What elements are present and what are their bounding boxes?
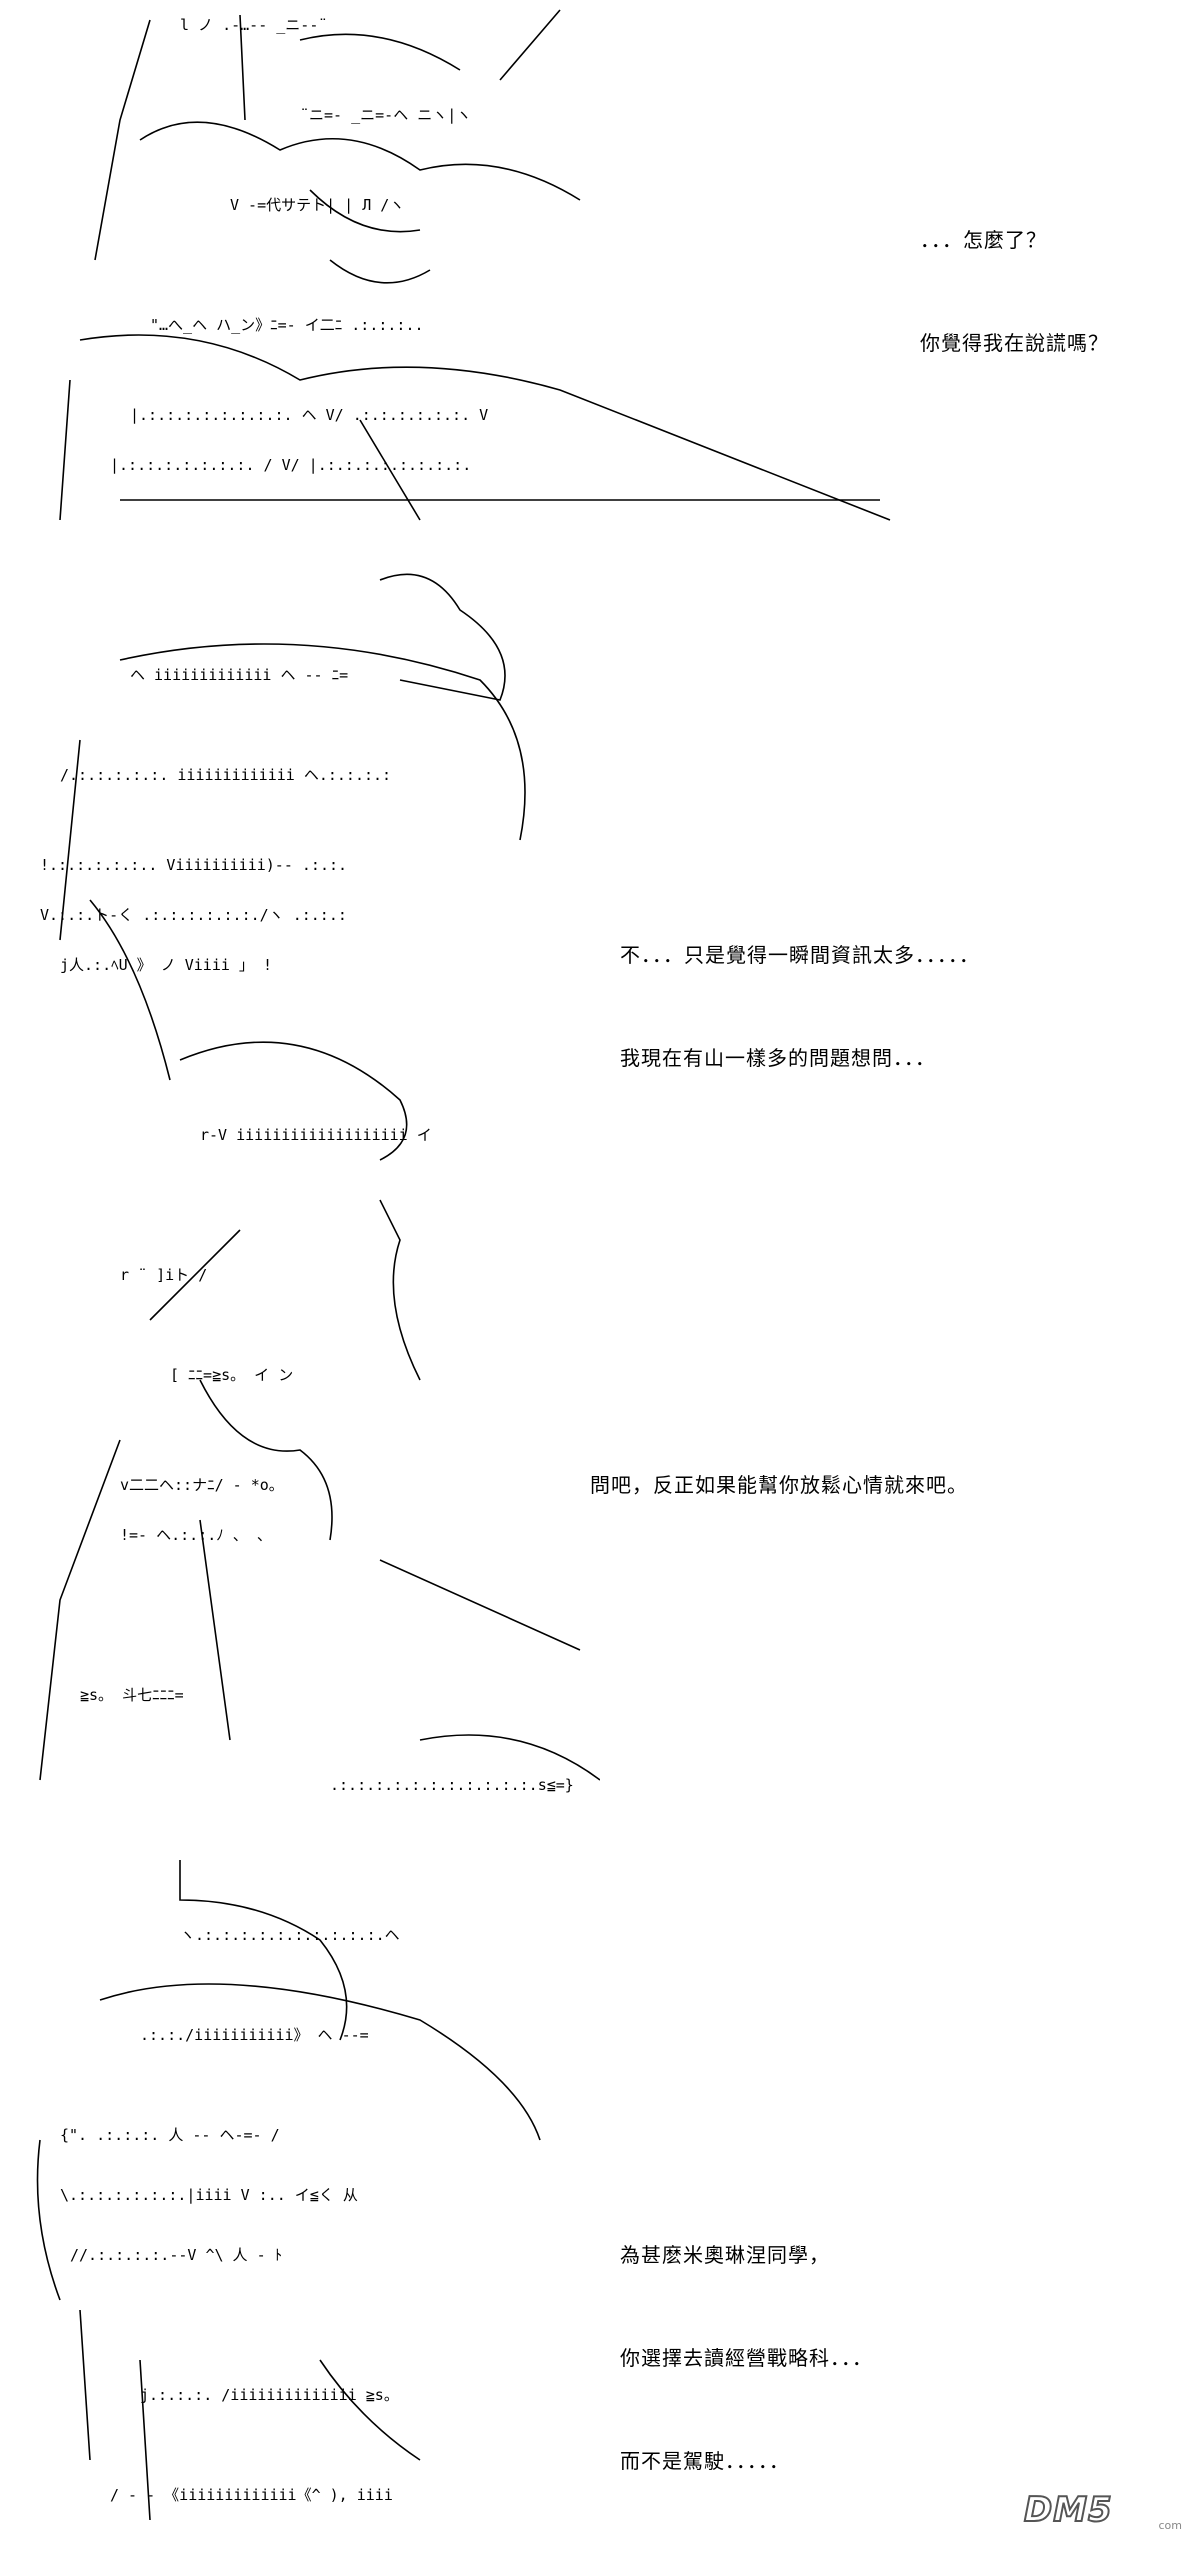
ascii-art-figure-4: ヽ.:.:.:.:.:.:.:.:.:.:.ヘ .:.:./iiiiiiiiii… (36, 1860, 541, 2521)
ascii-art-figure-1: l ノ .-…‐‐ _ニ-‐¨ ¨ニ=‐ _ニ=‐ヘ ニヽ|ヽ V -=代サテト… (59, 9, 891, 521)
svg-text:V -=代サテト| | Л /ヽ: V -=代サテト| | Л /ヽ (230, 196, 404, 214)
dialogue-box-4: 為甚麽米奧琳涅同學， 你選擇去讀經營戰略科．．． 而不是駕駛．．．．． (620, 2180, 873, 2549)
dialogue-line: 你選擇去讀經營戰略科．．． (620, 2346, 873, 2370)
panel-1: l ノ .-…‐‐ _ニ-‐¨ ¨ニ=‐ _ニ=‐ヘ ニヽ|ヽ V -=代サテト… (0, 0, 1200, 540)
svg-text:!.:.:.:.:.:.. Viiiiiiiiii)‐‐ .: !.:.:.:.:.:.. Viiiiiiiiii)‐‐ .:.:. (40, 856, 347, 874)
svg-text:ヘ iiiiiiiiiiiii ヘ ‐‐ ﾆ=: ヘ iiiiiiiiiiiii ヘ ‐‐ ﾆ= (130, 666, 348, 684)
svg-text:"…へ_ヘ ハ_ン》ﾆ=‐ イ二ﾆ .:.:.:..: "…へ_ヘ ハ_ン》ﾆ=‐ イ二ﾆ .:.:.:.. (150, 316, 424, 334)
ascii-art-figure-2: ヘ iiiiiiiiiiiii ヘ ‐‐ ﾆ= /.:.:.:.:.:. iii… (40, 573, 526, 1161)
svg-text:/ ‐ ‐ 《iiiiiiiiiiiii《^ ), iii: / ‐ ‐ 《iiiiiiiiiiiii《^ ), iiii (110, 2486, 393, 2504)
dm5-watermark-logo: DM5 com (1023, 2489, 1184, 2532)
panel-4: ヽ.:.:.:.:.:.:.:.:.:.:.ヘ .:.:./iiiiiiiiii… (0, 1840, 1200, 2538)
dialogue-box-2: 不．．．只是覺得一瞬間資訊太多．．．．． 我現在有山一樣多的問題想問．．． (620, 880, 980, 1146)
dialogue-line: 為甚麽米奧琳涅同學， (620, 2243, 830, 2267)
svg-text:\.:.:.:.:.:.:.|iiii V :.. イ≦く: \.:.:.:.:.:.:.|iiii V :.. イ≦く 从 (60, 2186, 358, 2204)
svg-text:|.:.:.:.:.:.:.:. / V/ |.:.:: |.:.:.:.:.:.:.:. / V/ |.:.:.:.:.:.:.:.:. (110, 456, 471, 474)
dialogue-line: 問吧，反正如果能幫你放鬆心情就來吧。 (590, 1473, 968, 1497)
svg-text:j.:.:.:. /iiiiiiiiiiiiii ≧s。: j.:.:.:. /iiiiiiiiiiiiii ≧s。 (140, 2386, 399, 2404)
dialogue-line: 我現在有山一樣多的問題想問．．． (620, 1046, 936, 1070)
watermark-suffix: com (1158, 2519, 1183, 2532)
dialogue-box-1: ．．．怎麼了？ 你覺得我在說謊嗎？ (920, 165, 1109, 431)
svg-text:v二二ヘ::ナﾆ/ ‐ *o。: v二二ヘ::ナﾆ/ ‐ *o。 (120, 1476, 284, 1494)
svg-text://.:.:.:.:.‐‐V ^\ 人 ‐ ﾄ: //.:.:.:.:.‐‐V ^\ 人 ‐ ﾄ (70, 2246, 282, 2264)
watermark-logo-text: DM5 (1023, 2489, 1113, 2531)
svg-text:{". .:.:.:. 人 ‐‐ ヘ‐=‐ /: {". .:.:.:. 人 ‐‐ ヘ‐=‐ / (60, 2126, 280, 2144)
dialogue-box-3: 問吧，反正如果能幫你放鬆心情就來吧。 (590, 1410, 968, 1573)
svg-text:ヽ.:.:.:.:.:.:.:.:.:.:.ヘ: ヽ.:.:.:.:.:.:.:.:.:.:.ヘ (180, 1926, 400, 1944)
svg-text:r ¨ ]iト /: r ¨ ]iト / (120, 1266, 207, 1284)
dialogue-line: 不．．．只是覺得一瞬間資訊太多．．．．． (620, 943, 980, 967)
dialogue-line: 你覺得我在說謊嗎？ (920, 331, 1109, 355)
svg-text:j人.:.ﾍU 》 ノ Viiii 」 !: j人.:.ﾍU 》 ノ Viiii 」 ! (60, 956, 272, 974)
svg-text:[ ﾆﾆ=≧s。 イ ン: [ ﾆﾆ=≧s。 イ ン (170, 1366, 293, 1384)
svg-text:|.:.:.:.:.:.:.:.:. ヘ V/ .:.:: |.:.:.:.:.:.:.:.:. ヘ V/ .:.:.:.:.:.:. V (130, 406, 488, 424)
ascii-art-figure-3: r ¨ ]iト / [ ﾆﾆ=≧s。 イ ン v二二ヘ::ナﾆ/ ‐ *o。 !… (39, 1199, 600, 1794)
svg-text:¨ニ=‐ _ニ=‐ヘ ニヽ|ヽ: ¨ニ=‐ _ニ=‐ヘ ニヽ|ヽ (300, 106, 471, 124)
panel-2: ヘ iiiiiiiiiiiii ヘ ‐‐ ﾆ= /.:.:.:.:.:. iii… (0, 540, 1200, 1180)
dialogue-line: ．．．怎麼了？ (920, 228, 1047, 252)
panel-3: r ¨ ]iト / [ ﾆﾆ=≧s。 イ ン v二二ヘ::ナﾆ/ ‐ *o。 !… (0, 1180, 1200, 1840)
svg-text:V.:.:.ト-く .:.:.:.:.:.:./ヽ .:.:: V.:.:.ト-く .:.:.:.:.:.:./ヽ .:.:.: (40, 906, 347, 924)
svg-text:≧s。 斗七ﾆﾆﾆ=: ≧s。 斗七ﾆﾆﾆ= (80, 1686, 184, 1704)
svg-text:!=‐ ヘ.:.:.ﾉ 、 、: !=‐ ヘ.:.:.ﾉ 、 、 (120, 1526, 272, 1544)
svg-text:/.:.:.:.:.:. iiiiiiiiiiiii ヘ.:: /.:.:.:.:.:. iiiiiiiiiiiii ヘ.:.:.:.: (60, 766, 391, 784)
svg-text:.:.:./iiiiiiiiiii》 ヘ ‐‐=: .:.:./iiiiiiiiiii》 ヘ ‐‐= (140, 2026, 369, 2044)
svg-text:r‐V iiiiiiiiiiiiiiiiiii イ: r‐V iiiiiiiiiiiiiiiiiii イ (200, 1126, 432, 1144)
svg-text:.:.:.:.:.:.:.:.:.:.:.:.s≦=}: .:.:.:.:.:.:.:.:.:.:.:.s≦=} (330, 1776, 574, 1794)
dialogue-line: 而不是駕駛．．．．． (620, 2449, 790, 2473)
svg-text:l ノ .-…‐‐ _ニ-‐¨: l ノ .-…‐‐ _ニ-‐¨ (180, 16, 327, 34)
